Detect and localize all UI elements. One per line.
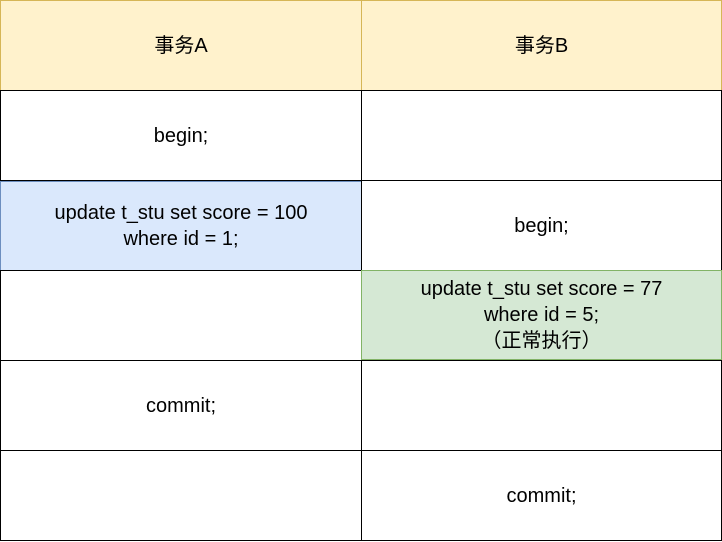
row4-transaction-a: commit; [0, 360, 362, 451]
row2-transaction-b: begin; [361, 180, 722, 271]
row2-transaction-a-update: update t_stu set score = 100 where id = … [0, 181, 362, 271]
row5-transaction-b: commit; [361, 450, 722, 541]
header-transaction-b: 事务B [361, 0, 722, 91]
row3-transaction-b-update: update t_stu set score = 77 where id = 5… [361, 270, 722, 360]
row4-transaction-b [361, 360, 722, 451]
row5-transaction-a [0, 450, 362, 541]
row1-transaction-b [361, 90, 722, 181]
row3-transaction-a [0, 270, 362, 361]
header-transaction-a: 事务A [0, 0, 362, 91]
row1-transaction-a: begin; [0, 90, 362, 181]
